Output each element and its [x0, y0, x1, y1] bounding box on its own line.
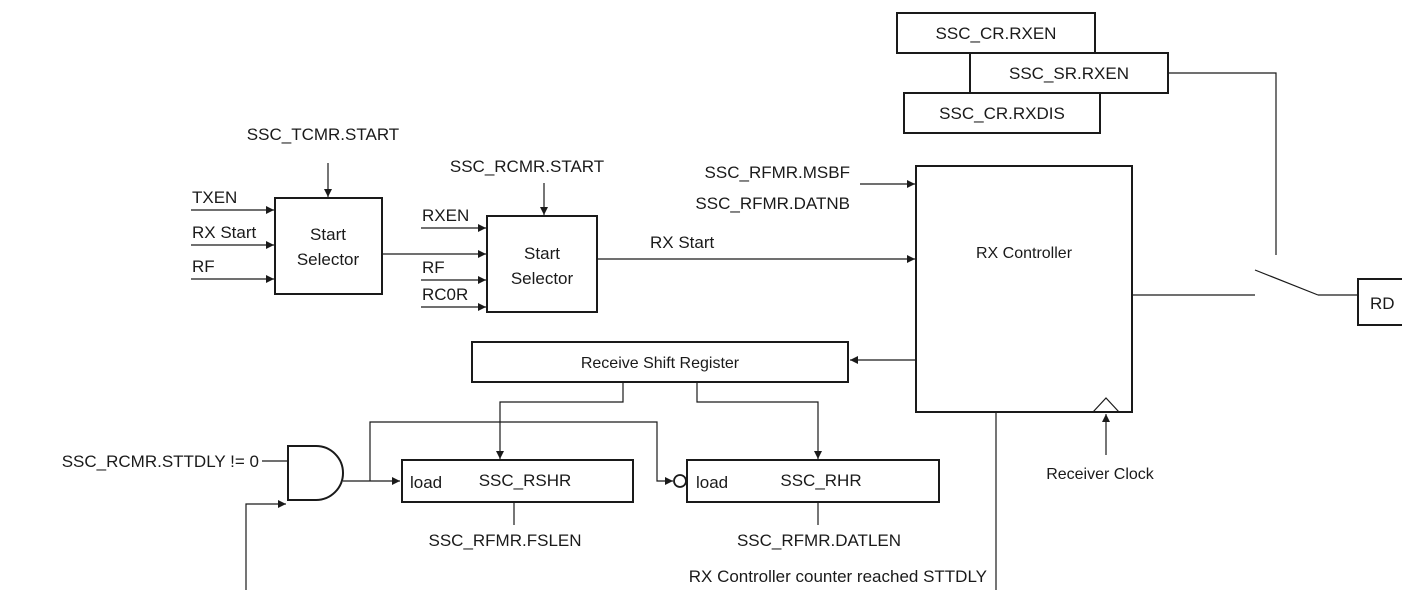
- rxen-enable-line: [1168, 72, 1277, 255]
- counter-reached-label: RX Controller counter reached STTDLY: [689, 567, 987, 586]
- input-rf2-label: RF: [422, 258, 445, 277]
- sttdly-condition-label: SSC_RCMR.STTDLY != 0: [62, 452, 259, 471]
- tcmr-start-label: SSC_TCMR.START: [247, 125, 399, 144]
- start-selector-2: [486, 215, 598, 313]
- cr-rxdis-box: [903, 92, 1101, 134]
- cr-rxen-box: [896, 12, 1096, 54]
- rfmr-datnb-label: SSC_RFMR.DATNB: [695, 194, 850, 213]
- input-txen-label: TXEN: [192, 188, 237, 207]
- rx-controller-label: RX Controller: [976, 245, 1073, 262]
- start-selector-1-title-line2: Selector: [297, 250, 360, 269]
- sr-rxen-box: [969, 52, 1169, 94]
- rhr-name-label: SSC_RHR: [780, 471, 861, 490]
- rhr-load-label: load: [696, 473, 728, 492]
- rcmr-start-label: SSC_RCMR.START: [450, 157, 604, 176]
- start-selector-1-title-line1: Start: [310, 225, 346, 244]
- rx-start-label: RX Start: [650, 233, 715, 252]
- receive-shift-register: [471, 341, 849, 383]
- start-selector-2-title-line2: Selector: [511, 269, 574, 288]
- rd-pin-box: [1357, 278, 1402, 326]
- rshr-name-label: SSC_RSHR: [479, 471, 572, 490]
- shift-to-rshr-line: [496, 382, 624, 459]
- receive-shift-register-label: Receive Shift Register: [581, 355, 740, 372]
- rshr-register-box: [401, 459, 634, 503]
- start-selector-1: [274, 197, 383, 295]
- rd-pin-label: RD: [1370, 294, 1395, 313]
- counter-input-to-and: [245, 500, 286, 590]
- enable-switch: [1254, 269, 1319, 296]
- rshr-load-label: load: [410, 473, 442, 492]
- rfmr-msbf-label: SSC_RFMR.MSBF: [705, 163, 850, 182]
- sr-rxen-label: SSC_SR.RXEN: [1009, 64, 1129, 83]
- start-selector-2-title-line1: Start: [524, 244, 560, 263]
- receiver-clock-label: Receiver Clock: [1046, 466, 1155, 483]
- cr-rxdis-label: SSC_CR.RXDIS: [939, 104, 1065, 123]
- input-rc0r-label: RC0R: [422, 285, 468, 304]
- rshr-field-label: SSC_RFMR.FSLEN: [428, 531, 581, 550]
- rhr-register-box: [686, 459, 940, 503]
- input-rxen-label: RXEN: [422, 206, 469, 225]
- cr-rxen-label: SSC_CR.RXEN: [936, 24, 1057, 43]
- clock-edge-triangle: [1092, 397, 1120, 413]
- input-rx-start-label: RX Start: [192, 223, 257, 242]
- input-rf-label: RF: [192, 257, 215, 276]
- and-to-rhr-line: [369, 421, 673, 485]
- and-gate: [287, 445, 344, 501]
- rx-controller-box: [915, 165, 1133, 413]
- shift-to-rhr-line: [696, 382, 822, 459]
- rhr-field-label: SSC_RFMR.DATLEN: [737, 531, 901, 550]
- rhr-load-inverter-bubble: [673, 474, 687, 488]
